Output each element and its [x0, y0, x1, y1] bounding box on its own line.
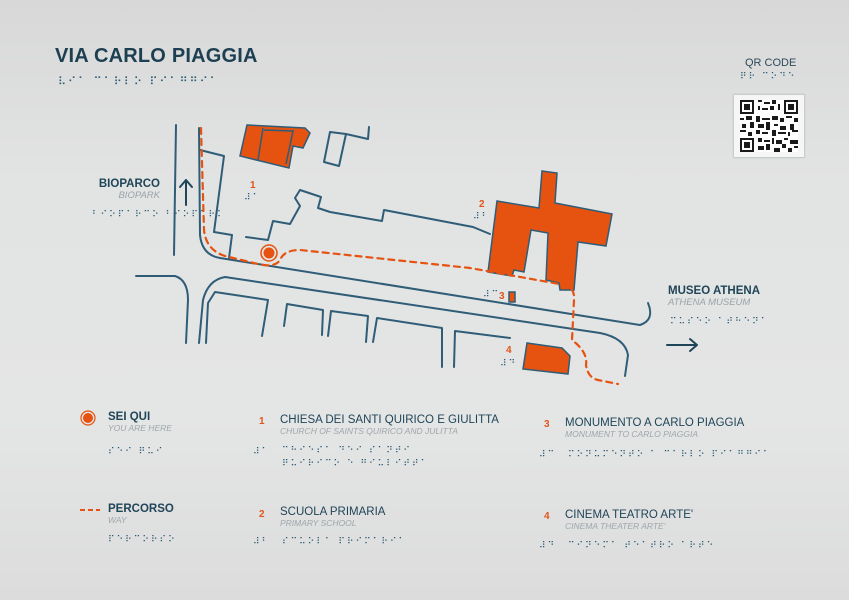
legend-item-4-braille-line1: ⠉⠊⠝⠑⠍⠁ ⠞⠑⠁⠞⠗⠕ ⠁⠗⠞⠑: [568, 541, 716, 551]
legend-item-2-number: 2: [259, 509, 265, 520]
legend-item-2-braille-line1: ⠎⠉⠥⠕⠇⠁ ⠏⠗⠊⠍⠁⠗⠊⠁: [282, 537, 408, 547]
destination-museo-athena-sublabel: ATHENA MUSEUM: [668, 297, 751, 308]
legend-item-4-number: 4: [544, 511, 550, 522]
building-3-monument: [508, 291, 516, 303]
legend-you-are-here-sublabel: YOU ARE HERE: [108, 423, 172, 433]
legend-item-4-label: CINEMA TEATRO ARTE': [565, 509, 694, 521]
map-marker-1: 1: [250, 180, 256, 191]
legend-item-3-braille-number: ⠼⠉: [539, 450, 557, 460]
legend-route-sublabel: WAY: [108, 515, 127, 525]
legend-item-3-label: MONUMENTO A CARLO PIAGGIA: [565, 417, 745, 429]
destination-bioparco-sublabel: BIOPARK: [118, 190, 160, 201]
legend-item-2-sublabel: PRIMARY SCHOOL: [280, 518, 357, 528]
you-are-here-marker: [260, 244, 278, 262]
legend-item-1-number: 1: [259, 416, 265, 427]
legend-item-1-braille-line2: ⠟⠥⠊⠗⠊⠉⠕ ⠑ ⠛⠊⠥⠇⠊⠞⠞⠁: [282, 459, 430, 469]
map-marker-3: 3: [499, 291, 505, 302]
legend-item-3-sublabel: MONUMENT TO CARLO PIAGGIA: [565, 429, 699, 439]
lot-b: [283, 303, 324, 336]
legend-item-2-braille-number: ⠼⠃: [253, 537, 271, 547]
legend-item-2-label: SCUOLA PRIMARIA: [280, 506, 386, 518]
legend-item-4: CINEMA TEATRO ARTE' CINEMA THEATER ARTE': [565, 509, 693, 531]
legend-item-1-label: CHIESA DEI SANTI QUIRICO E GIULITTA: [280, 414, 499, 426]
destination-museo-athena-label: MUSEO ATHENA: [668, 285, 760, 297]
building-2-school: [487, 170, 613, 291]
qr-code-icon: [740, 100, 798, 152]
lot-c: [327, 310, 369, 343]
building-4-cinema: [522, 342, 571, 375]
legend-route-braille: ⠏⠑⠗⠉⠕⠗⠎⠕: [108, 535, 177, 545]
legend-route-label: PERCORSO: [108, 503, 174, 515]
map-marker-3-braille: ⠼⠉: [483, 290, 501, 300]
lot-a: [205, 291, 269, 344]
map-marker-4-braille: ⠼⠙: [500, 359, 518, 369]
legend-item-4-sublabel: CINEMA THEATER ARTE': [565, 521, 666, 531]
lot-d: [372, 317, 443, 368]
sign-title-braille: ⠧⠊⠁ ⠉⠁⠗⠇⠕ ⠏⠊⠁⠛⠛⠊⠁: [58, 75, 220, 88]
legend-item-3: MONUMENTO A CARLO PIAGGIA MONUMENT TO CA…: [565, 417, 744, 439]
via-carlo-piaggia-north-edge: [198, 127, 641, 326]
legend-item-1: CHIESA DEI SANTI QUIRICO E GIULITTA CHUR…: [280, 414, 499, 436]
destination-bioparco-label: BIOPARCO: [98, 178, 160, 190]
legend-you-are-here-braille: ⠎⠑⠊ ⠟⠥⠊: [108, 447, 165, 457]
legend-item-1-braille-number: ⠼⠁: [253, 447, 271, 457]
sign-title: VIA CARLO PIAGGIA: [55, 45, 258, 67]
destination-bioparco: BIOPARCO BIOPARK: [90, 178, 160, 201]
legend-item-3-number: 3: [544, 419, 550, 430]
legend-item-3-braille-line1: ⠍⠕⠝⠥⠍⠑⠝⠞⠕ ⠁ ⠉⠁⠗⠇⠕ ⠏⠊⠁⠛⠛⠊⠁: [568, 450, 772, 460]
destination-museo-athena: MUSEO ATHENA ATHENA MUSEUM: [668, 285, 760, 308]
destination-museo-athena-braille: ⠍⠥⠎⠑⠕ ⠁⠞⠓⠑⠝⠁: [670, 317, 770, 327]
legend-item-2: SCUOLA PRIMARIA PRIMARY SCHOOL: [280, 506, 385, 528]
right-arrow-icon: [666, 338, 698, 352]
destination-bioparco-braille: ⠃⠊⠕⠏⠁⠗⠉⠕ ⠃⠊⠕⠏⠁⠗⠅: [92, 210, 226, 220]
dashed-line-icon: [80, 509, 100, 511]
route-path: [199, 126, 620, 386]
qr-code-braille: ⠟⠗ ⠉⠕⠙⠑: [740, 72, 797, 82]
legend-you-are-here: SEI QUI YOU ARE HERE: [108, 411, 172, 433]
map-marker-2-braille: ⠼⠃: [473, 212, 491, 222]
legend-route: PERCORSO WAY: [108, 503, 174, 525]
legend-item-1-sublabel: CHURCH OF SAINTS QUIRICO AND JULITTA: [280, 426, 458, 436]
up-arrow-icon: [179, 179, 193, 206]
street-outlines: [135, 124, 652, 377]
location-dot-icon: [80, 410, 96, 426]
map-marker-2: 2: [479, 199, 485, 210]
map-marker-1-braille: ⠼⠁: [244, 193, 262, 203]
building-1-church: [239, 124, 311, 169]
legend-item-4-braille-number: ⠼⠙: [539, 541, 557, 551]
legend-item-1-braille-line1: ⠉⠓⠊⠑⠎⠁ ⠙⠑⠊ ⠎⠁⠝⠞⠊: [282, 446, 413, 456]
legend-you-are-here-label: SEI QUI: [108, 411, 151, 423]
qr-code-label: QR CODE: [745, 57, 797, 69]
qr-code[interactable]: [733, 94, 805, 158]
map-marker-4: 4: [506, 345, 512, 356]
